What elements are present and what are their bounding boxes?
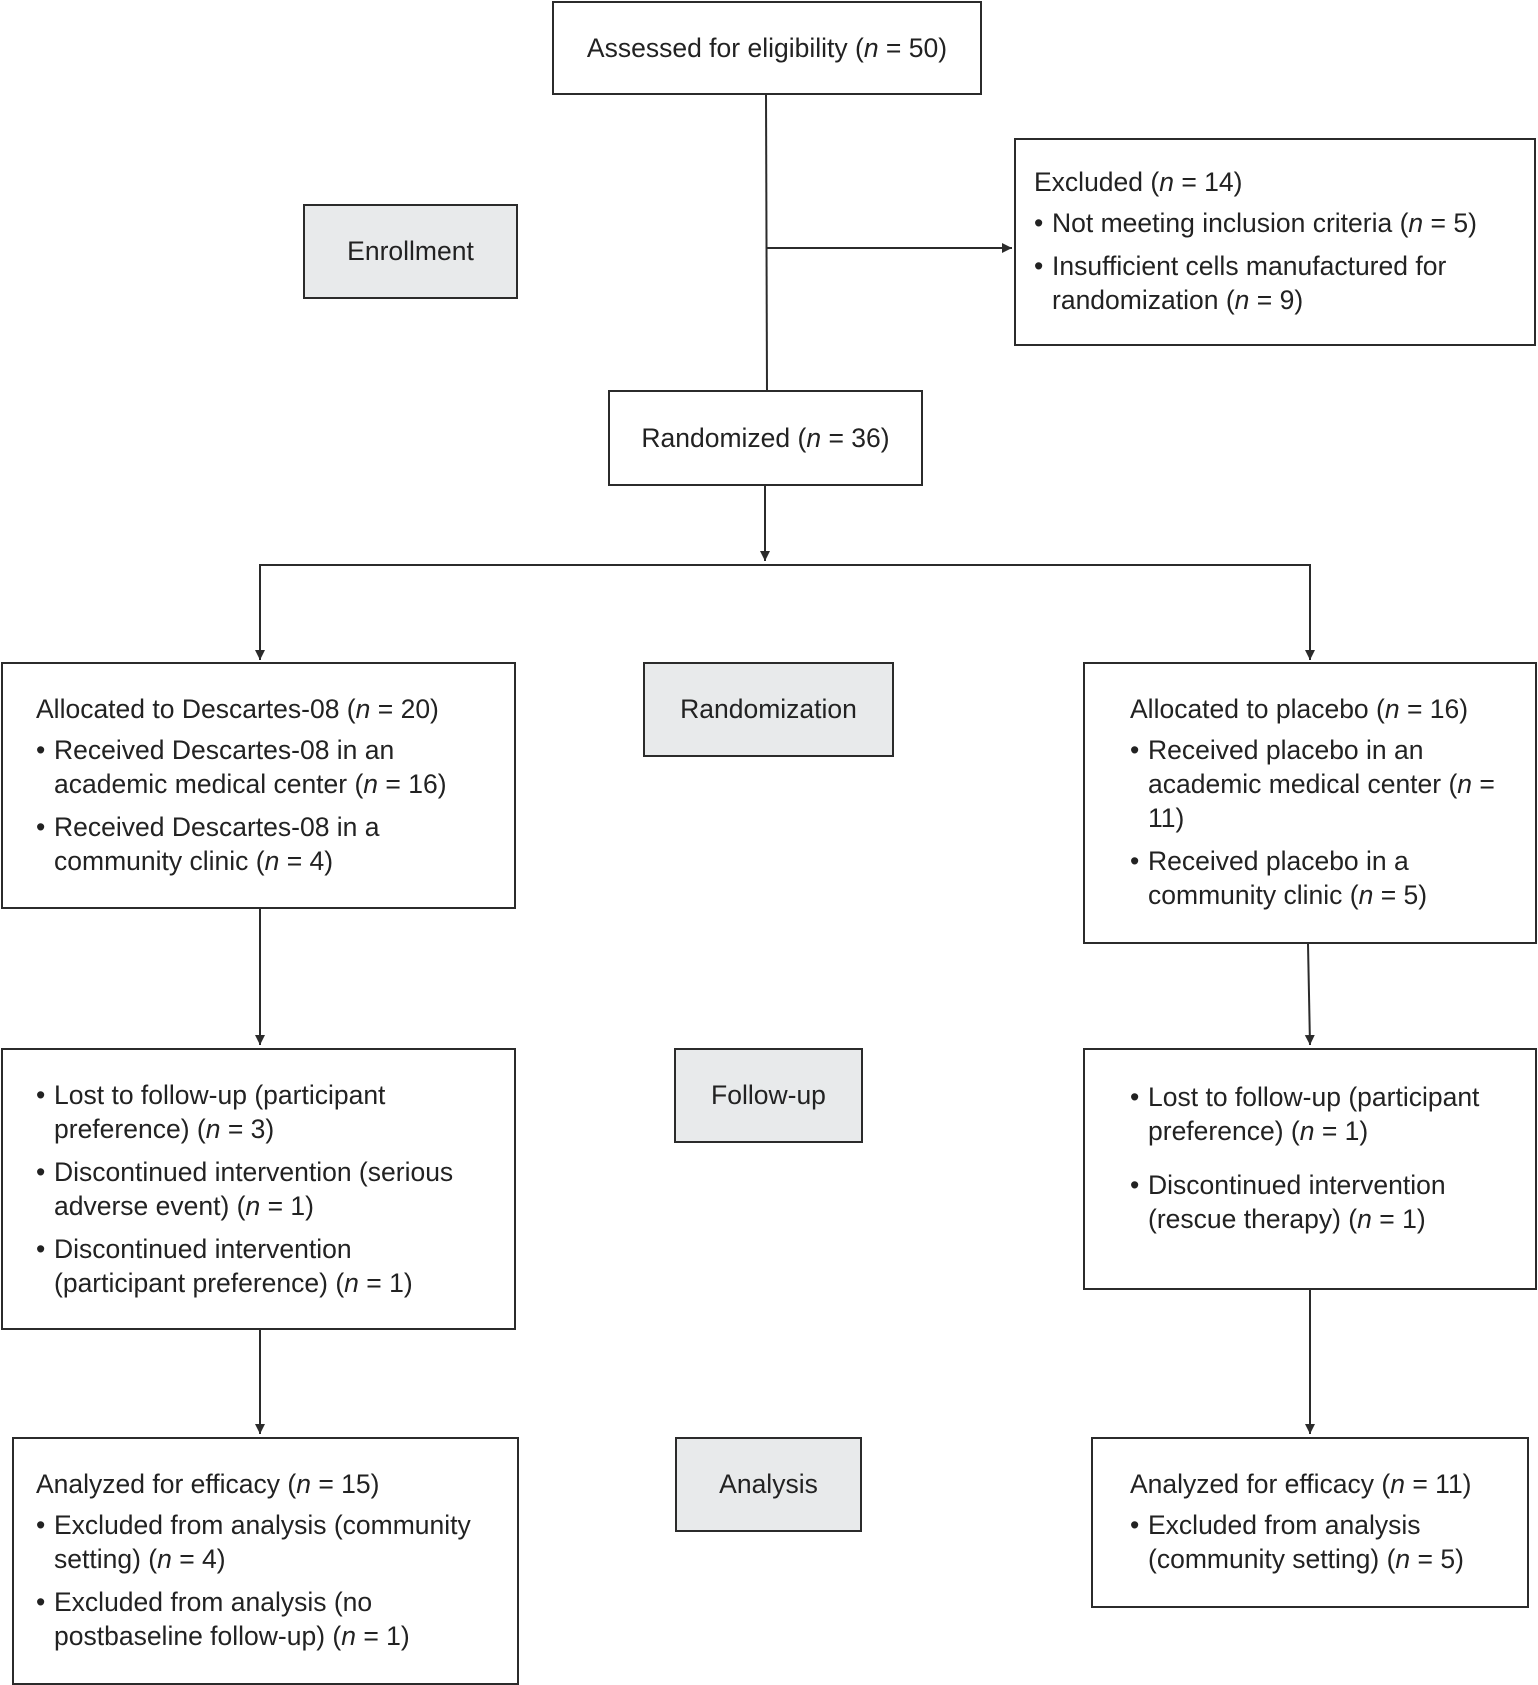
list-item: Received Descartes-08 in an academic med… (36, 733, 482, 801)
assessed-box: Assessed for eligibility (n = 50) (552, 1, 982, 95)
connector-assessed-to-randomized (765, 93, 768, 393)
list-item: Lost to follow-up (participant preferenc… (36, 1078, 482, 1146)
stage-analysis: Analysis (675, 1437, 862, 1532)
list-item: Excluded from analysis (community settin… (36, 1508, 487, 1576)
excluded-box: Excluded (n = 14) Not meeting inclusion … (1014, 138, 1536, 346)
list-item: Excluded from analysis (community settin… (1130, 1508, 1497, 1576)
list-item: Discontinued intervention (participant p… (36, 1232, 482, 1300)
list-item: Not meeting inclusion criteria (n = 5) (1034, 206, 1516, 240)
right-follow-up-box: Lost to follow-up (participant preferenc… (1083, 1048, 1537, 1290)
right-follow-up-list: Lost to follow-up (participant preferenc… (1130, 1080, 1503, 1236)
randomized-box: Randomized (n = 36) (608, 390, 923, 486)
split-connector (259, 564, 1311, 659)
left-follow-up-list: Lost to follow-up (participant preferenc… (36, 1078, 482, 1300)
list-item: Excluded from analysis (no postbaseline … (36, 1585, 487, 1653)
left-analysis-heading: Analyzed for efficacy (n = 15) (36, 1469, 380, 1499)
stage-follow-up: Follow-up (674, 1048, 863, 1143)
left-analysis-list: Excluded from analysis (community settin… (36, 1508, 487, 1653)
excluded-list: Not meeting inclusion criteria (n = 5) I… (1034, 206, 1516, 317)
right-allocation-box: Allocated to placebo (n = 16) Received p… (1083, 662, 1537, 944)
left-follow-up-box: Lost to follow-up (participant preferenc… (1, 1048, 516, 1330)
randomized-text: Randomized (n = 36) (641, 423, 890, 453)
stage-enrollment-label: Enrollment (347, 236, 474, 266)
right-analysis-box: Analyzed for efficacy (n = 11) Excluded … (1091, 1437, 1529, 1608)
stage-analysis-label: Analysis (719, 1469, 818, 1499)
left-allocation-heading: Allocated to Descartes-08 (n = 20) (36, 694, 439, 724)
left-allocation-list: Received Descartes-08 in an academic med… (36, 733, 482, 878)
list-item: Received placebo in an academic medical … (1130, 733, 1503, 835)
list-item: Received placebo in a community clinic (… (1130, 844, 1503, 912)
list-item: Insufficient cells manufactured for rand… (1034, 249, 1516, 317)
list-item: Lost to follow-up (participant preferenc… (1130, 1080, 1503, 1148)
right-allocation-heading: Allocated to placebo (n = 16) (1130, 694, 1469, 724)
left-allocation-box: Allocated to Descartes-08 (n = 20) Recei… (1, 662, 516, 909)
stage-randomization: Randomization (643, 662, 894, 757)
stage-follow-up-label: Follow-up (711, 1080, 826, 1110)
stage-enrollment: Enrollment (303, 204, 518, 299)
right-allocation-list: Received placebo in an academic medical … (1130, 733, 1503, 912)
list-item: Discontinued intervention (rescue therap… (1130, 1168, 1503, 1236)
right-analysis-list: Excluded from analysis (community settin… (1130, 1508, 1497, 1576)
list-item: Received Descartes-08 in a community cli… (36, 810, 482, 878)
stage-randomization-label: Randomization (680, 694, 857, 724)
list-item: Discontinued intervention (serious adver… (36, 1155, 482, 1223)
excluded-heading: Excluded (n = 14) (1034, 167, 1243, 197)
arrow-right-allocation-to-follow-up (1304, 943, 1315, 1046)
assessed-text: Assessed for eligibility (n = 50) (586, 33, 948, 63)
left-analysis-box: Analyzed for efficacy (n = 15) Excluded … (12, 1437, 519, 1685)
right-analysis-heading: Analyzed for efficacy (n = 11) (1130, 1469, 1472, 1499)
